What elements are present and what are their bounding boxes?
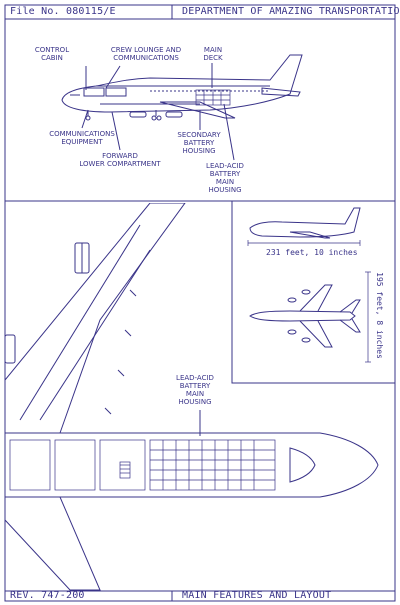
department-title: DEPARTMENT OF AMAZING TRANSPORTATION [182, 6, 400, 17]
outer-frame [4, 4, 396, 602]
dimensions-inset [231, 200, 396, 384]
label-control-cabin: CONTROL CABIN [34, 46, 70, 62]
label-main-deck: MAIN DECK [203, 46, 223, 62]
revision-label: REV. 747-200 [10, 590, 85, 601]
length-dimension: 231 feet, 10 inches [266, 248, 358, 257]
file-number: File No. 080115/E [10, 6, 116, 17]
label-crew-lounge: CREW LOUNGE AND COMMUNICATIONS [110, 46, 182, 62]
label-lead-acid-plan: LEAD-ACID BATTERY MAIN HOUSING [176, 374, 214, 406]
inset-top-aircraft [249, 284, 361, 348]
wingspan-dimension: 195 feet, 8 inches [374, 272, 384, 359]
label-secondary-battery: SECONDARY BATTERY HOUSING [177, 131, 221, 155]
label-lead-acid-side: LEAD-ACID BATTERY MAIN HOUSING [206, 162, 244, 194]
label-forward-lower: FORWARD LOWER COMPARTMENT [79, 152, 161, 168]
label-communications-equipment: COMMUNICATIONS EQUIPMENT [49, 130, 115, 146]
inset-side-aircraft [249, 207, 361, 239]
sheet-title: MAIN FEATURES AND LAYOUT [182, 590, 332, 601]
plan-view-aircraft [5, 203, 379, 591]
side-profile-aircraft [61, 54, 303, 161]
